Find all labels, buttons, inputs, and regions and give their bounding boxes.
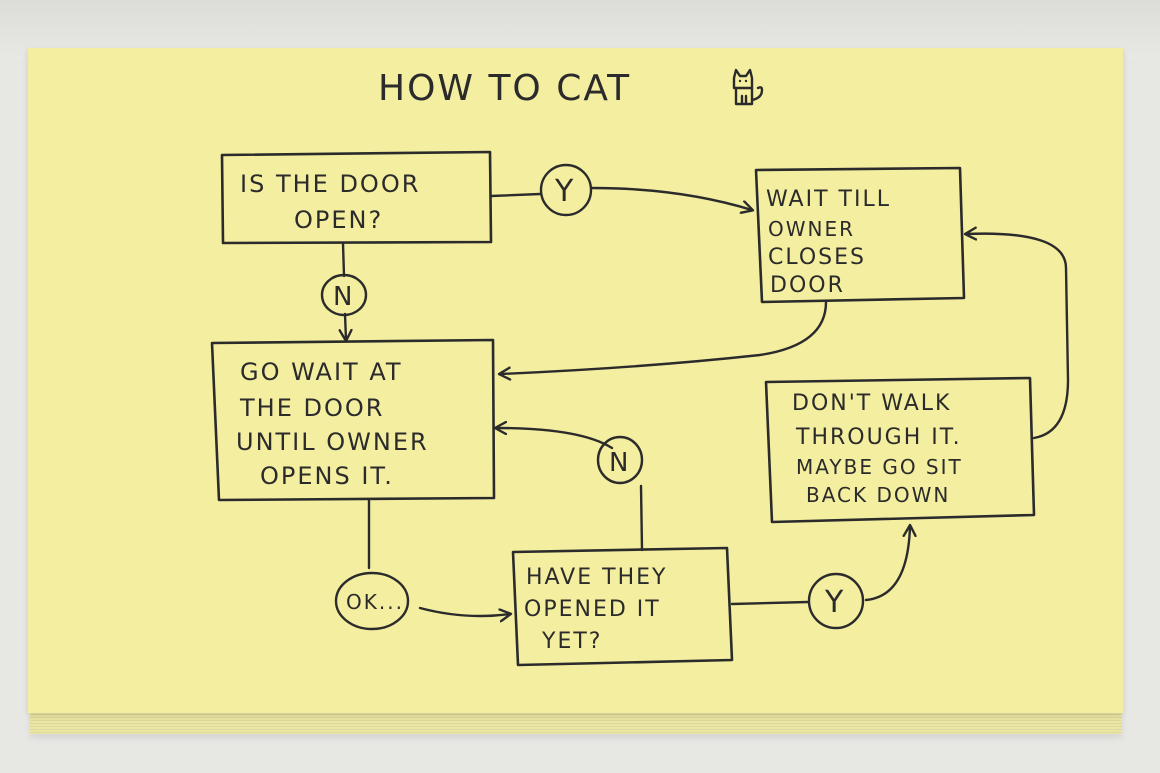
connector-door-to-yes — [491, 194, 540, 196]
box-line: HAVE THEY — [526, 565, 667, 590]
box-line: OWNER — [768, 217, 855, 241]
connector-no-to-gowait-2 — [496, 428, 612, 448]
box-line: OPEN? — [294, 206, 383, 234]
box-line: OPENS IT. — [260, 462, 394, 490]
svg-text:Y: Y — [824, 585, 845, 620]
label-ok: OK... — [336, 573, 408, 629]
box-line: GO WAIT AT — [240, 358, 403, 386]
label-yes-2: Y — [809, 574, 863, 628]
connector-ok-to-opened — [420, 608, 510, 616]
box-line: WAIT TILL — [766, 187, 891, 212]
box-line: OPENED IT — [524, 597, 661, 622]
svg-text:N: N — [333, 282, 354, 312]
label-no-1: N — [322, 275, 366, 315]
decision-have-they-opened: HAVE THEY OPENED IT YET? — [513, 548, 732, 665]
box-line: BACK DOWN — [806, 483, 950, 507]
step-dont-walk-through: DON'T WALK THROUGH IT. MAYBE GO SIT BACK… — [766, 378, 1034, 522]
connector-opened-to-yes — [732, 602, 808, 604]
box-line: MAYBE GO SIT — [796, 455, 963, 479]
box-line: YET? — [541, 629, 602, 654]
decision-door-open: IS THE DOOR OPEN? — [222, 152, 491, 243]
box-line: DOOR — [770, 273, 845, 298]
connector-dontwalk-to-wait — [966, 234, 1068, 438]
svg-text:OK...: OK... — [346, 590, 404, 614]
connectors — [343, 188, 1068, 616]
label-no-2: N — [598, 437, 642, 483]
page-title: HOW TO CAT — [378, 68, 631, 109]
box-line: CLOSES — [768, 245, 866, 270]
connector-yes-to-wait — [592, 188, 752, 210]
box-line: IS THE DOOR — [240, 170, 420, 198]
svg-text:Y: Y — [554, 174, 575, 209]
box-line: DON'T WALK — [792, 391, 951, 416]
step-wait-till-closes: WAIT TILL OWNER CLOSES DOOR — [756, 168, 964, 302]
label-yes-1: Y — [541, 165, 591, 215]
svg-text:N: N — [609, 448, 630, 478]
connector-no-to-gowait — [345, 314, 346, 340]
box-line: UNTIL OWNER — [236, 428, 429, 456]
box-line: THROUGH IT. — [795, 425, 962, 450]
connector-yes-to-dontwalk — [866, 526, 910, 600]
cat-doodle-icon — [734, 70, 762, 104]
connector-door-to-no — [343, 243, 344, 276]
box-line: THE DOOR — [239, 394, 384, 422]
connector-wait-to-gowait — [500, 302, 826, 374]
step-go-wait-at-door: GO WAIT AT THE DOOR UNTIL OWNER OPENS IT… — [212, 340, 494, 500]
connector-opened-to-no — [641, 486, 642, 550]
